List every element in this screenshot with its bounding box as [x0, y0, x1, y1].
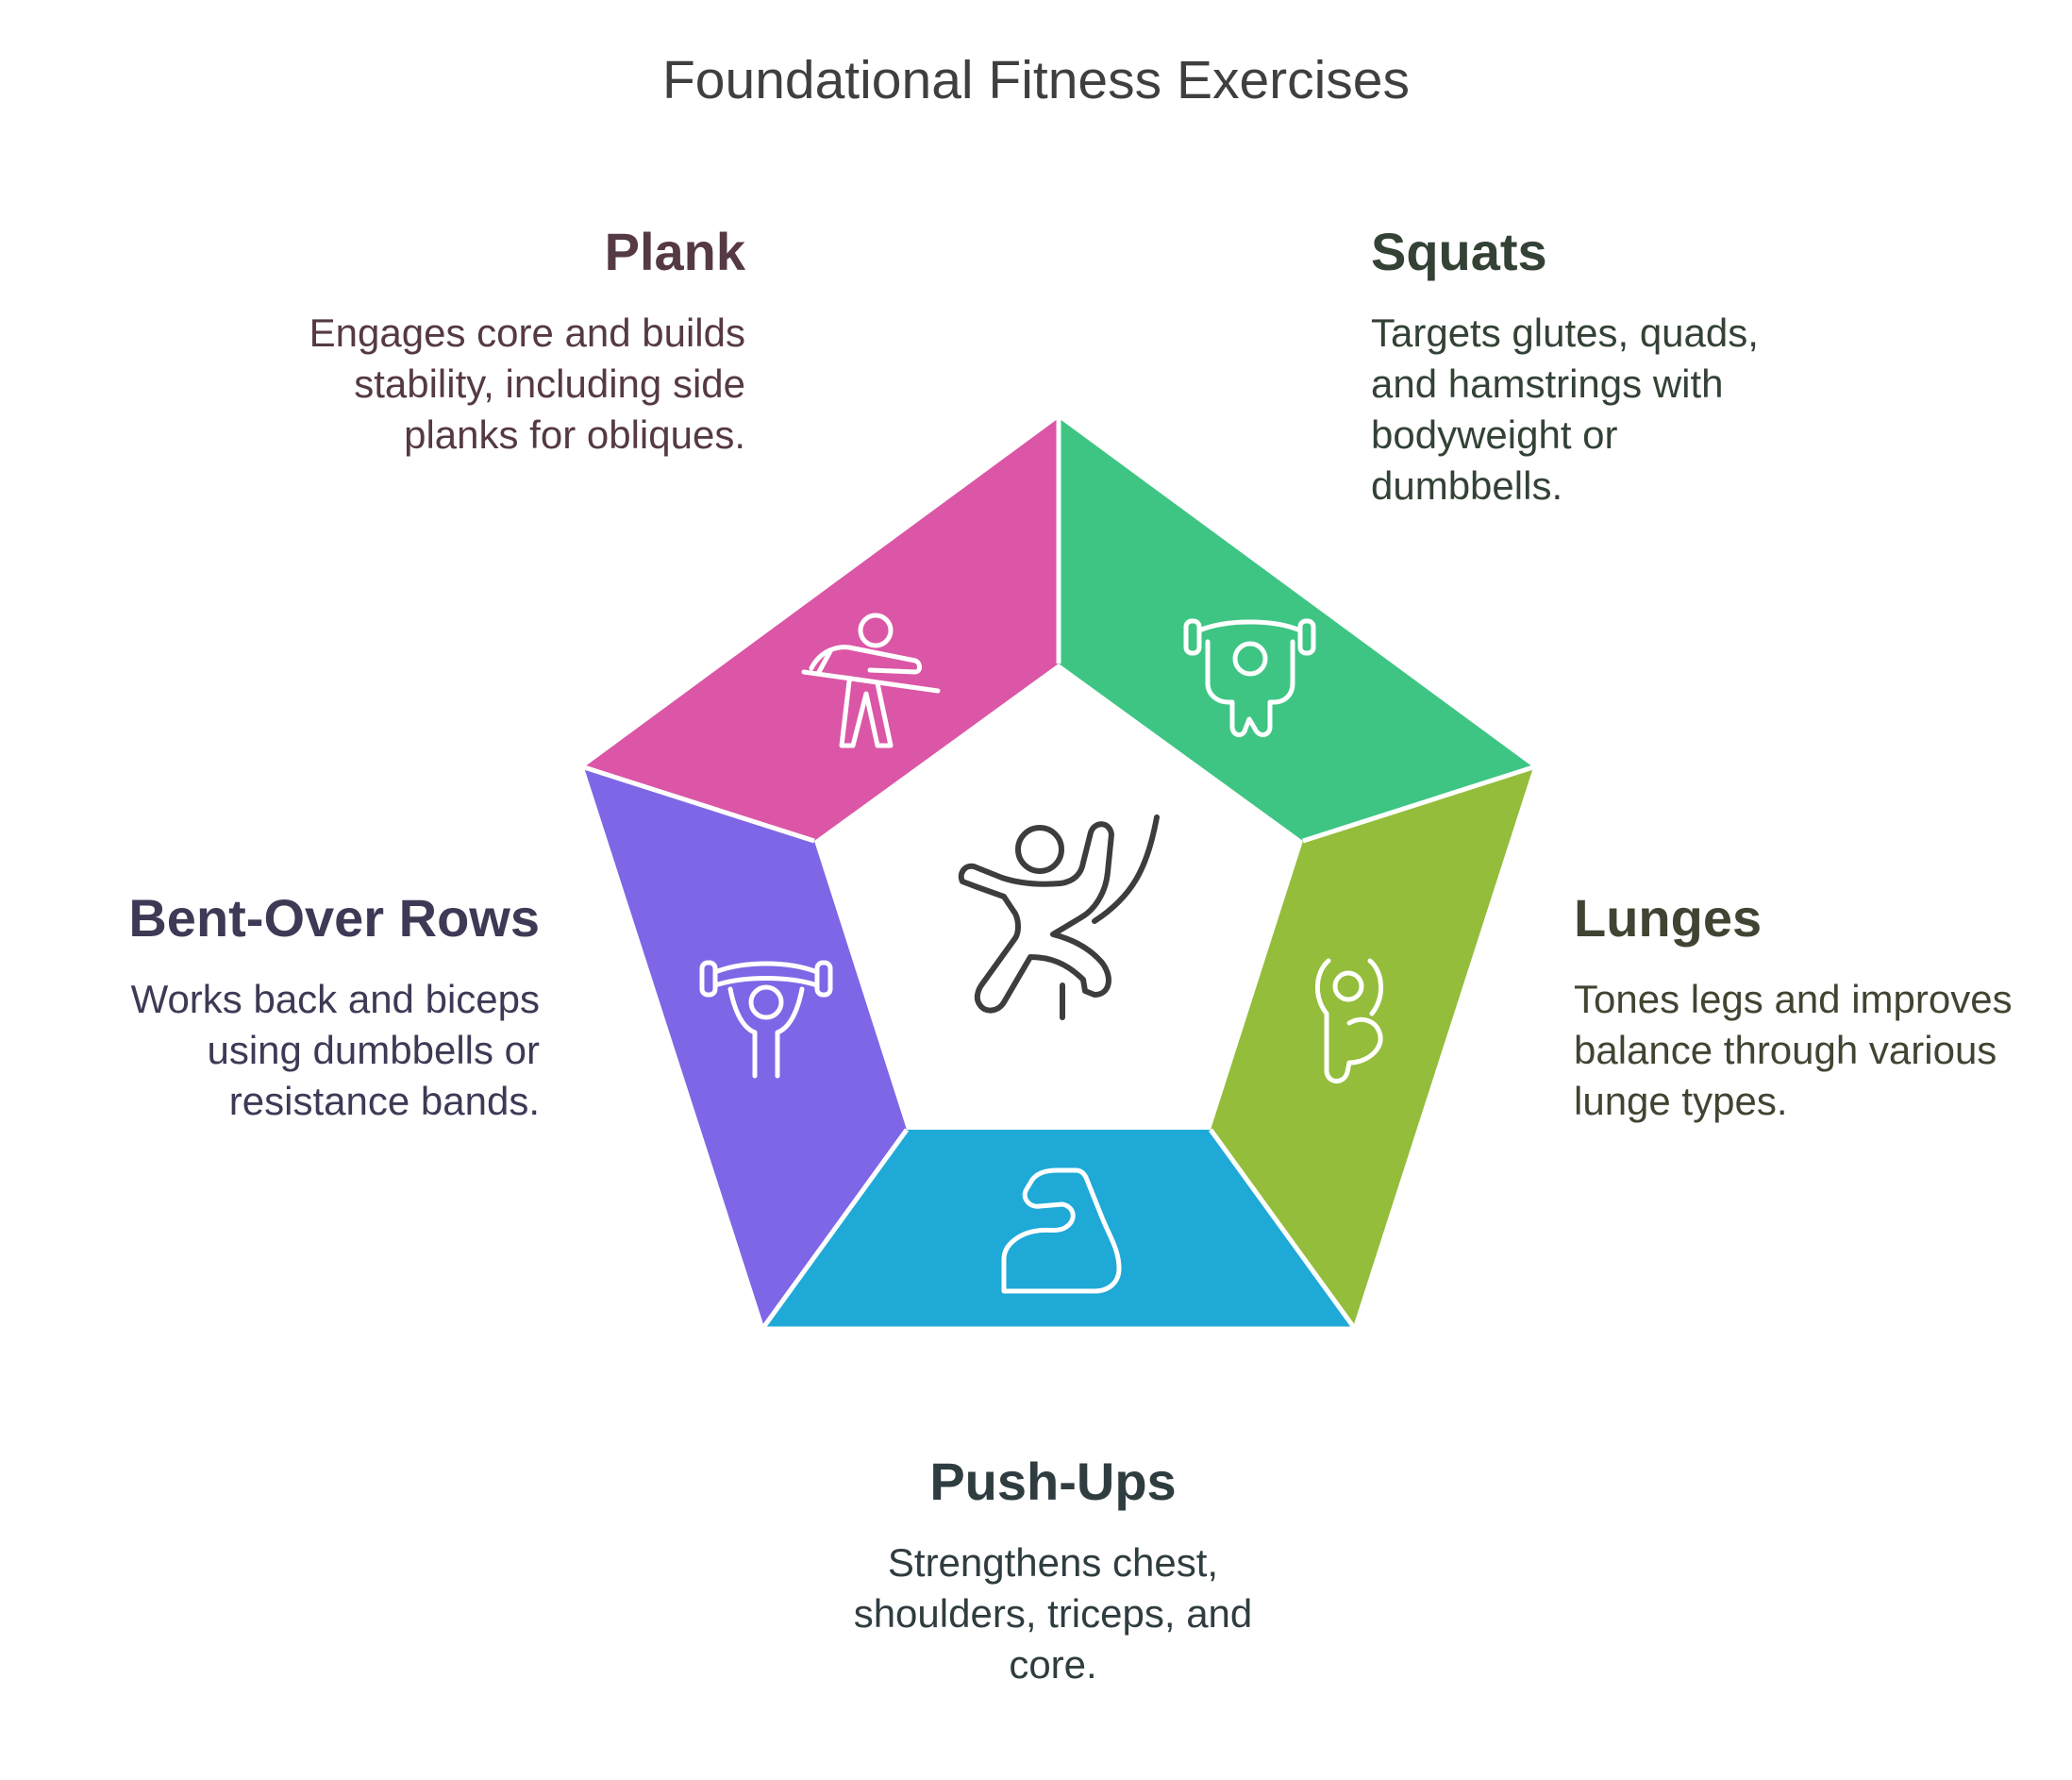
- segment-lunges: [1211, 766, 1536, 1329]
- lunges-description: Tones legs and improves balance through …: [1574, 977, 2013, 1123]
- climbing-person-icon: [958, 814, 1160, 1020]
- pushups-description: Strengthens chest, shoulders, triceps, a…: [853, 1540, 1253, 1687]
- segment-plank: [581, 415, 1059, 841]
- rows-description: Works back and biceps using dumbbells or…: [130, 977, 540, 1123]
- label-pushups: Push-Ups Strengthens chest, shoulders, t…: [723, 1449, 1383, 1690]
- flexed-arm-icon: [1001, 1167, 1122, 1294]
- label-lunges: Lunges Tones legs and improves balance t…: [1574, 885, 2017, 1127]
- barbell-squat-icon: [1183, 618, 1316, 737]
- segment-separators: [578, 411, 1539, 1332]
- lunges-heading: Lunges: [1574, 888, 1763, 948]
- label-squats: Squats Targets glutes, quads, and hamstr…: [1371, 219, 2031, 512]
- lunge-stretch-icon: [1314, 958, 1384, 1083]
- diagram-title: Foundational Fitness Exercises: [661, 50, 1411, 110]
- squats-heading: Squats: [1371, 222, 1547, 281]
- squats-description: Targets glutes, quads, and hamstrings wi…: [1371, 311, 1759, 508]
- segment-rows: [581, 766, 907, 1329]
- label-rows: Bent-Over Rows Works back and biceps usi…: [0, 885, 540, 1127]
- plank-heading: Plank: [604, 222, 745, 281]
- pushups-heading: Push-Ups: [929, 1452, 1177, 1511]
- label-plank: Plank Engages core and builds stability,…: [85, 219, 745, 461]
- plank-exercise-icon: [801, 613, 941, 748]
- plank-description: Engages core and builds stability, inclu…: [309, 311, 745, 457]
- barbell-lift-icon: [699, 960, 833, 1079]
- rows-heading: Bent-Over Rows: [128, 888, 540, 948]
